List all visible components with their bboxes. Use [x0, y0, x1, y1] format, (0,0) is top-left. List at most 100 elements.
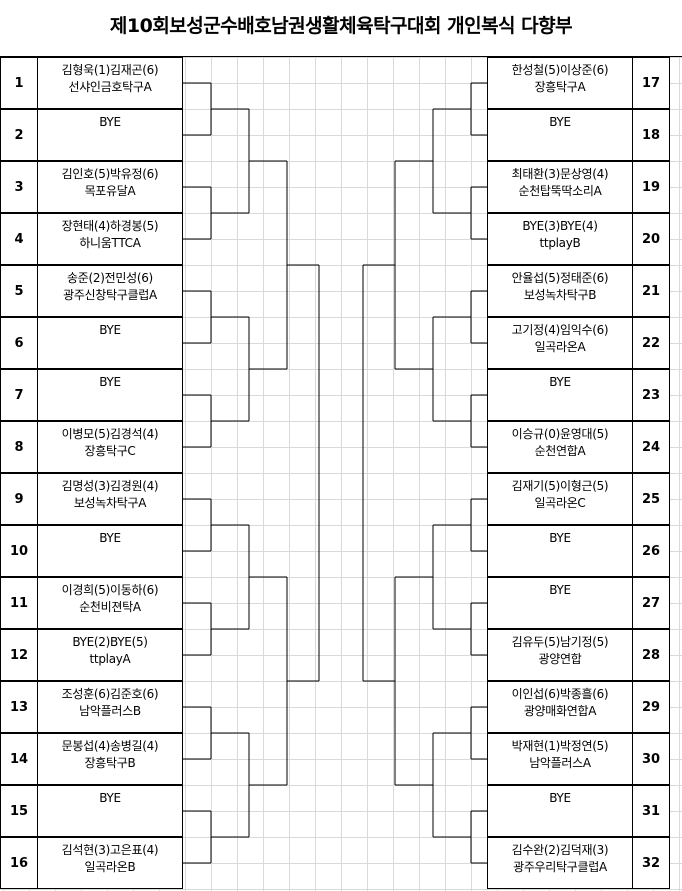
- seed-number: 14: [0, 733, 38, 785]
- players-name: 김유두(5)남기정(5): [511, 635, 609, 649]
- entry-cell: 김인호(5)박유정(6) 목포유달A: [37, 161, 183, 213]
- seed-number: 5: [0, 265, 38, 317]
- entry-cell: BYE: [37, 109, 183, 161]
- entry-cell: BYE: [37, 525, 183, 577]
- seed-number: 11: [0, 577, 38, 629]
- entry-cell: BYE: [487, 109, 633, 161]
- club-name: 목포유달A: [84, 184, 136, 198]
- entry-cell: BYE: [37, 785, 183, 837]
- club-name: 순천탑뚝딱소리A: [518, 184, 602, 198]
- players-name: BYE(3)BYE(4): [522, 219, 598, 233]
- club-name: 광양연합: [538, 652, 582, 666]
- seed-number: 2: [0, 109, 38, 161]
- club-name: 보성녹차탁구B: [523, 288, 597, 302]
- entry-cell: 조성훈(6)김준호(6) 남악플러스B: [37, 681, 183, 733]
- club-name: 선샤인금호탁구A: [68, 80, 152, 94]
- club-name: 남악플러스A: [529, 756, 591, 770]
- seed-number: 3: [0, 161, 38, 213]
- club-name: ttplayB: [539, 236, 581, 250]
- seed-number: 9: [0, 473, 38, 525]
- players-name: BYE: [99, 115, 121, 129]
- entry-cell: 고기정(4)임익수(6)일곡라온A: [487, 317, 633, 369]
- entry-cell: 이병모(5)김경석(4) 장흥탁구C: [37, 421, 183, 473]
- players-name: BYE: [549, 791, 571, 805]
- players-name: 이승규(0)윤영대(5): [511, 427, 609, 441]
- club-name: 일곡라온B: [84, 860, 136, 874]
- players-name: 장현태(4)하경봉(5): [61, 219, 159, 233]
- club-name: 일곡라온C: [534, 496, 586, 510]
- players-name: BYE: [549, 583, 571, 597]
- players-name: 안율섭(5)정태준(6): [511, 271, 609, 285]
- players-name: 김명성(3)김경원(4): [61, 479, 159, 493]
- entry-cell: BYE: [487, 525, 633, 577]
- entry-cell: 최태환(3)문상영(4) 순천탑뚝딱소리A: [487, 161, 633, 213]
- entry-cell: 이승규(0)윤영대(5) 순천연합A: [487, 421, 633, 473]
- seed-number: 29: [632, 681, 670, 733]
- players-name: BYE: [99, 323, 121, 337]
- players-name: 김형욱(1)김재곤(6): [61, 63, 159, 77]
- club-name: 장흥탁구B: [84, 756, 136, 770]
- entry-cell: BYE: [37, 369, 183, 421]
- club-name: 광주우리탁구클럽A: [513, 860, 607, 874]
- seed-number: 1: [0, 57, 38, 109]
- club-name: ttplayA: [89, 652, 131, 666]
- players-name: BYE: [99, 531, 121, 545]
- players-name: BYE: [549, 375, 571, 389]
- club-name: 광양매화연합A: [523, 704, 597, 718]
- players-name: BYE: [549, 115, 571, 129]
- players-name: 박재현(1)박정연(5): [511, 739, 609, 753]
- players-name: 김석현(3)고은표(4): [61, 843, 159, 857]
- entry-cell: 이인섭(6)박종흘(6) 광양매화연합A: [487, 681, 633, 733]
- seed-number: 10: [0, 525, 38, 577]
- seed-number: 19: [632, 161, 670, 213]
- club-name: 보성녹차탁구A: [73, 496, 147, 510]
- seed-number: 22: [632, 317, 670, 369]
- club-name: 장흥탁구A: [534, 80, 586, 94]
- club-name: 순천연합A: [534, 444, 586, 458]
- club-name: 장흥탁구C: [84, 444, 136, 458]
- players-name: 김재기(5)이형근(5): [511, 479, 609, 493]
- entry-cell: 김재기(5)이형근(5) 일곡라온C: [487, 473, 633, 525]
- entry-cell: 문봉섭(4)송병길(4)장흥탁구B: [37, 733, 183, 785]
- seed-number: 15: [0, 785, 38, 837]
- seed-number: 26: [632, 525, 670, 577]
- entry-cell: BYE: [487, 369, 633, 421]
- seed-number: 20: [632, 213, 670, 265]
- seed-number: 8: [0, 421, 38, 473]
- players-name: 이인섭(6)박종흘(6): [511, 687, 609, 701]
- entry-cell: 김석현(3)고은표(4) 일곡라온B: [37, 837, 183, 889]
- players-name: 한성철(5)이상준(6): [511, 63, 609, 77]
- seed-number: 30: [632, 733, 670, 785]
- club-name: 남악플러스B: [79, 704, 141, 718]
- seed-number: 17: [632, 57, 670, 109]
- entry-cell: 이경희(5)이동하(6)순천비젼탁A: [37, 577, 183, 629]
- seed-number: 18: [632, 109, 670, 161]
- seed-number: 24: [632, 421, 670, 473]
- title-bar: 제10회보성군수배호남권생활체육탁구대회 개인복식 다향부: [0, 0, 682, 57]
- entry-cell: 장현태(4)하경봉(5) 하니움TTCA: [37, 213, 183, 265]
- club-name: 하니움TTCA: [79, 236, 141, 250]
- players-name: BYE(2)BYE(5): [72, 635, 148, 649]
- players-name: 김인호(5)박유정(6): [61, 167, 159, 181]
- players-name: 고기정(4)임익수(6): [511, 323, 609, 337]
- players-name: 송준(2)전민성(6): [67, 271, 153, 285]
- entry-cell: 안율섭(5)정태준(6) 보성녹차탁구B: [487, 265, 633, 317]
- seed-number: 25: [632, 473, 670, 525]
- seed-number: 13: [0, 681, 38, 733]
- page-title: 제10회보성군수배호남권생활체육탁구대회 개인복식 다향부: [109, 15, 573, 37]
- players-name: 김수완(2)김덕재(3): [511, 843, 609, 857]
- players-name: BYE: [99, 375, 121, 389]
- seed-number: 4: [0, 213, 38, 265]
- players-name: 최태환(3)문상영(4): [511, 167, 609, 181]
- club-name: 광주신창탁구클럽A: [63, 288, 157, 302]
- seed-number: 12: [0, 629, 38, 681]
- players-name: 조성훈(6)김준호(6): [61, 687, 159, 701]
- players-name: 이병모(5)김경석(4): [61, 427, 159, 441]
- entry-cell: BYE: [487, 785, 633, 837]
- seed-number: 32: [632, 837, 670, 889]
- seed-number: 21: [632, 265, 670, 317]
- seed-number: 31: [632, 785, 670, 837]
- players-name: BYE: [549, 531, 571, 545]
- seed-number: 7: [0, 369, 38, 421]
